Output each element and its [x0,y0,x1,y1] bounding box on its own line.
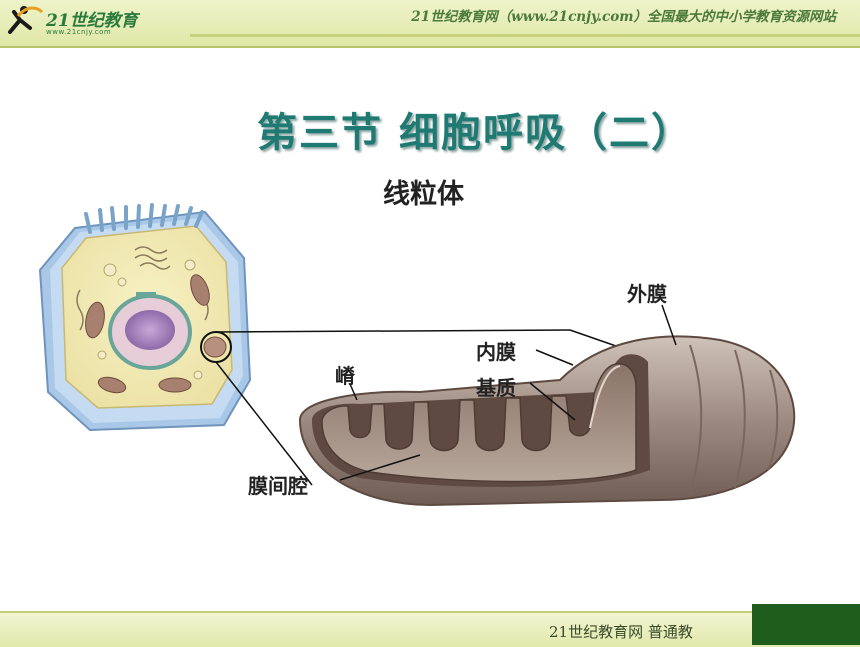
slide-title: 第三节 细胞呼吸（二） [257,110,693,156]
label-cristae: 嵴 [335,364,355,388]
label-outer-membrane: 外膜 [627,282,667,306]
label-inner-membrane: 内膜 [476,340,516,364]
site-slogan: 21世纪教育网（www.21cnjy.com）全国最大的中小学教育资源网站 [411,9,836,25]
mitochondrion-enlarged [298,335,796,507]
slide-subtitle: 线粒体 [383,179,464,210]
header-divider [190,34,860,37]
label-leaders [339,304,677,481]
label-intermembrane-space: 膜间腔 [248,474,308,498]
zoom-lines [215,329,617,486]
site-logo[interactable]: 21世纪教育 www.21cnjy.com [4,2,184,42]
logo-name: 21世纪教育 [46,11,138,31]
cell-illustration [38,203,252,432]
page-footer: 21世纪教育网 普通教 [0,611,860,647]
logo-url: www.21cnjy.com [46,28,112,36]
label-matrix: 基质 [476,376,516,400]
footer-text: 21世纪教育网 普通教 [549,623,693,641]
footer-corner-block [752,604,860,645]
runner-logo-icon [8,6,44,34]
page-header: 21世纪教育 www.21cnjy.com 21世纪教育网（www.21cnjy… [0,0,860,48]
